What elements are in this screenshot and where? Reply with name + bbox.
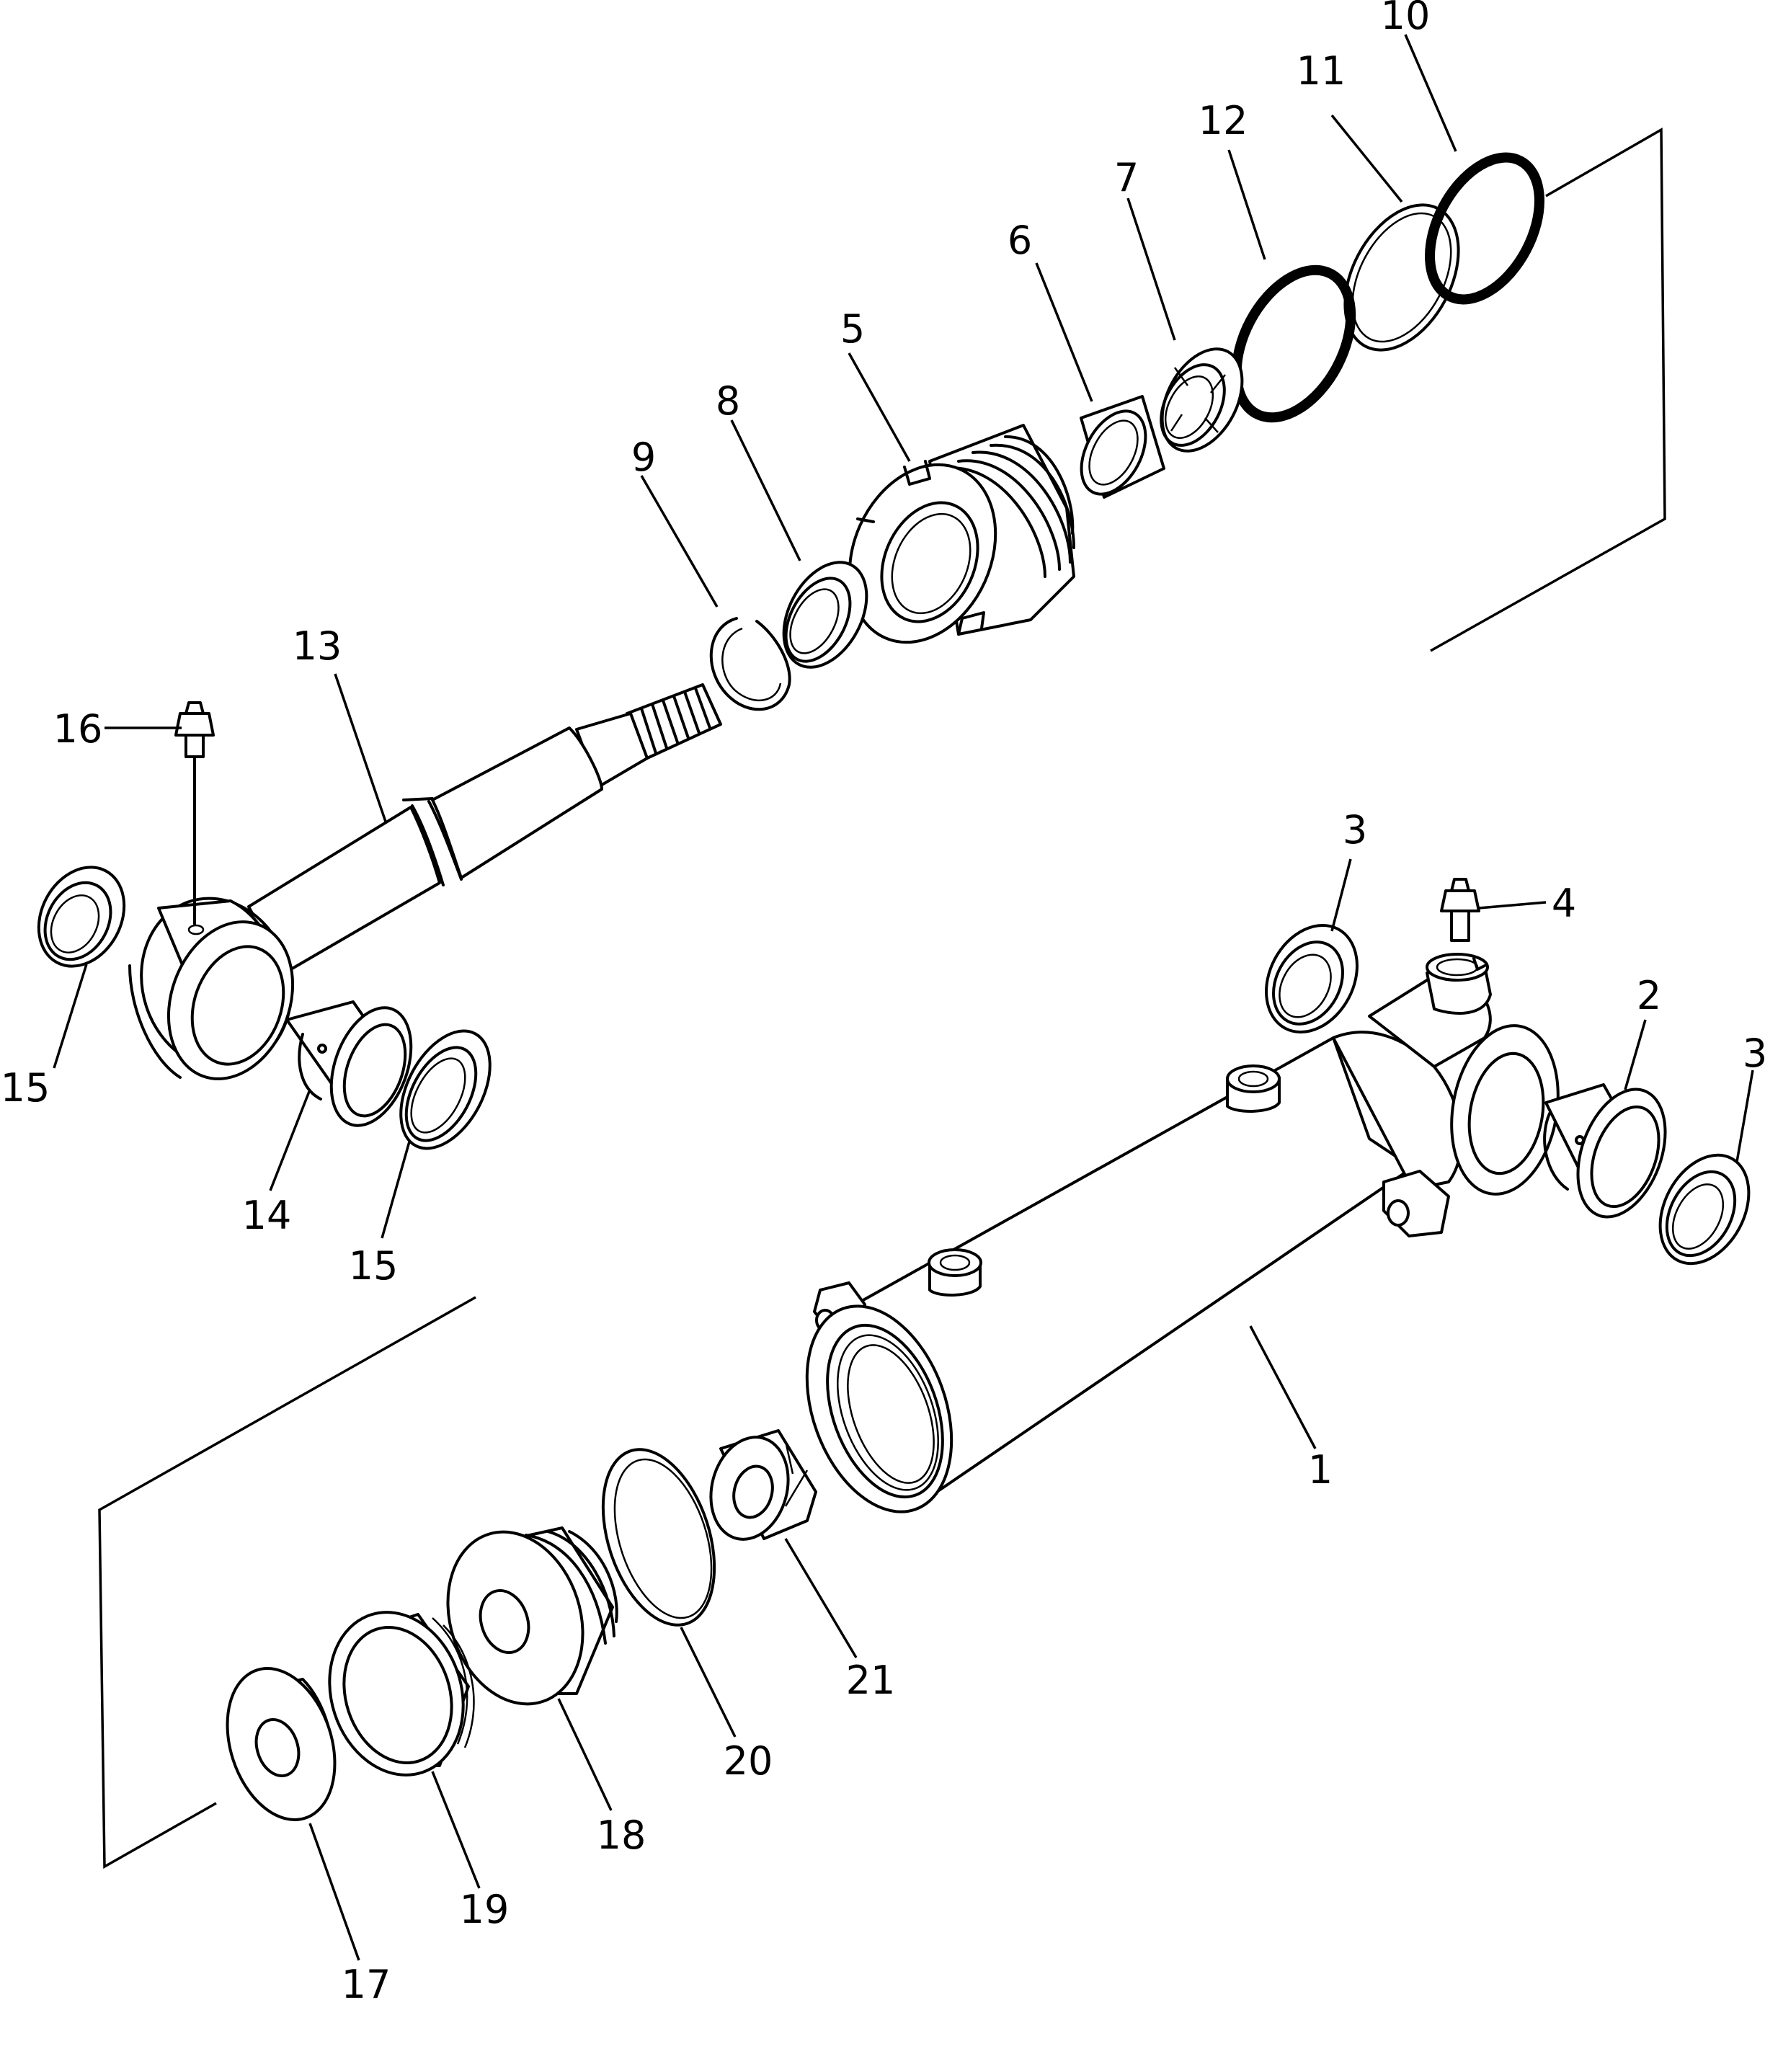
- part-7-rod-packing: [1160, 347, 1244, 453]
- part-12-o-ring: [1231, 264, 1356, 423]
- label-part-6: 6: [1008, 218, 1032, 263]
- bracket-lower-left: [98, 1296, 476, 1869]
- part-14-bushing: [285, 1000, 413, 1127]
- label-part-14: 14: [242, 1193, 292, 1238]
- label-part-13: 13: [293, 623, 342, 669]
- label-part-12: 12: [1199, 98, 1248, 143]
- part-labels: 10 11 12 7 6 5 8 9 13 16 15 14 15 3 4 2 …: [1, 0, 1765, 2007]
- label-part-10: 10: [1381, 0, 1431, 38]
- label-part-21: 21: [846, 1658, 896, 1703]
- label-part-16: 16: [53, 706, 103, 752]
- label-part-15-left: 15: [1, 1065, 50, 1111]
- leader-lines: [53, 34, 1754, 1961]
- label-part-3-right: 3: [1743, 1031, 1765, 1076]
- label-part-4: 4: [1552, 881, 1576, 926]
- part-16-grease-fitting: [174, 701, 215, 925]
- label-part-19: 19: [460, 1887, 510, 1932]
- part-20-wear-ring: [601, 1448, 716, 1627]
- bracket-upper-right: [1430, 127, 1666, 652]
- part-15-dust-seal-right: [399, 1029, 492, 1150]
- part-11-backup-ring: [1343, 203, 1460, 352]
- part-4-grease-fitting: [1440, 878, 1480, 942]
- label-part-8: 8: [716, 378, 740, 424]
- part-18-piston: [446, 1526, 618, 1706]
- part-6-bushing: [1080, 395, 1165, 499]
- part-3-dust-seal-upper: [1265, 923, 1359, 1034]
- label-part-3-upper: 3: [1343, 807, 1367, 853]
- part-15-dust-seal-left: [37, 866, 126, 968]
- part-1-cylinder-tube: [805, 953, 1560, 1513]
- label-part-9: 9: [631, 435, 656, 480]
- part-19-piston-ring: [328, 1611, 475, 1777]
- label-part-15-right: 15: [349, 1243, 399, 1289]
- label-part-1: 1: [1308, 1447, 1333, 1493]
- part-2-bushing: [1543, 1083, 1667, 1219]
- label-part-7: 7: [1114, 155, 1139, 200]
- part-3-dust-seal-right: [1658, 1153, 1751, 1266]
- part-9-snap-ring: [709, 617, 791, 711]
- part-21-nut: [709, 1429, 817, 1541]
- part-13-piston-rod: [128, 683, 722, 1080]
- part-17-washer: [226, 1667, 337, 1821]
- part-5-cylinder-head: [848, 424, 1075, 644]
- label-part-20: 20: [724, 1738, 773, 1784]
- label-part-18: 18: [597, 1813, 646, 1858]
- part-8-dust-seal: [782, 561, 868, 669]
- part-10-o-ring: [1425, 152, 1544, 305]
- label-part-17: 17: [342, 1962, 391, 2007]
- label-part-11: 11: [1297, 48, 1346, 94]
- label-part-5: 5: [840, 306, 865, 352]
- label-part-2: 2: [1637, 973, 1661, 1018]
